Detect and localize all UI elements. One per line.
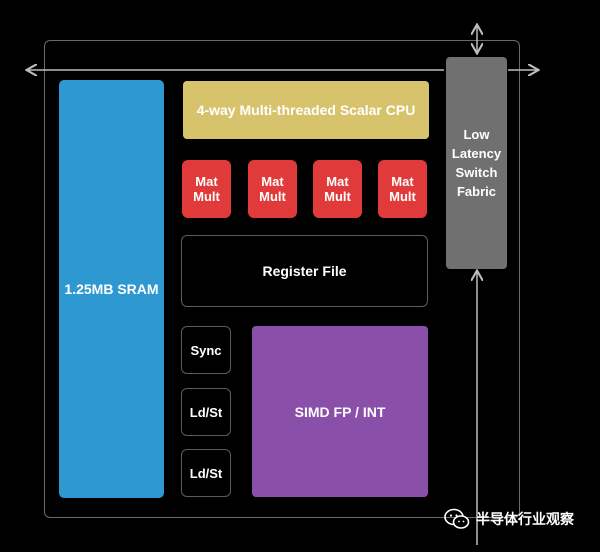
ldst-label: Ld/St bbox=[189, 465, 223, 481]
mat-mult-label-line2: Mult bbox=[389, 189, 416, 204]
wechat-icon bbox=[444, 508, 470, 529]
sram-block: 1.25MB SRAM bbox=[59, 80, 164, 498]
load-store-unit-1: Ld/St bbox=[181, 388, 231, 436]
mat-mult-unit-2: Mat Mult bbox=[248, 160, 297, 218]
mat-mult-unit-4: Mat Mult bbox=[378, 160, 427, 218]
simd-unit: SIMD FP / INT bbox=[252, 326, 428, 497]
register-file-block: Register File bbox=[181, 235, 428, 307]
register-file-label: Register File bbox=[262, 263, 347, 279]
watermark: 半导体行业观察 bbox=[444, 508, 574, 530]
mat-mult-label-line1: Mat bbox=[391, 174, 414, 189]
mat-mult-label-line2: Mult bbox=[193, 189, 220, 204]
mat-mult-label-line1: Mat bbox=[326, 174, 349, 189]
mat-mult-label-line1: Mat bbox=[261, 174, 284, 189]
simd-label: SIMD FP / INT bbox=[294, 403, 386, 420]
mat-mult-label-line2: Mult bbox=[259, 189, 286, 204]
mat-mult-unit-1: Mat Mult bbox=[182, 160, 231, 218]
load-store-unit-2: Ld/St bbox=[181, 449, 231, 497]
scalar-cpu-block: 4-way Multi-threaded Scalar CPU bbox=[183, 81, 429, 139]
switch-fabric-label-line: Latency bbox=[451, 146, 502, 161]
ldst-label: Ld/St bbox=[189, 404, 223, 420]
switch-fabric-label-line: Low bbox=[463, 127, 490, 142]
switch-fabric-label-line: Switch bbox=[455, 165, 498, 180]
switch-fabric-label-line: Fabric bbox=[456, 184, 496, 199]
cpu-label: 4-way Multi-threaded Scalar CPU bbox=[196, 102, 416, 118]
mat-mult-label-line2: Mult bbox=[324, 189, 351, 204]
mat-mult-label-line1: Mat bbox=[195, 174, 218, 189]
sram-label: 1.25MB SRAM bbox=[64, 281, 159, 297]
sync-label: Sync bbox=[190, 342, 222, 358]
mat-mult-unit-3: Mat Mult bbox=[313, 160, 362, 218]
sync-unit: Sync bbox=[181, 326, 231, 374]
watermark-text: 半导体行业观察 bbox=[476, 511, 574, 527]
tile-boundary bbox=[44, 40, 520, 518]
switch-fabric-block: Low Latency Switch Fabric bbox=[446, 57, 507, 269]
